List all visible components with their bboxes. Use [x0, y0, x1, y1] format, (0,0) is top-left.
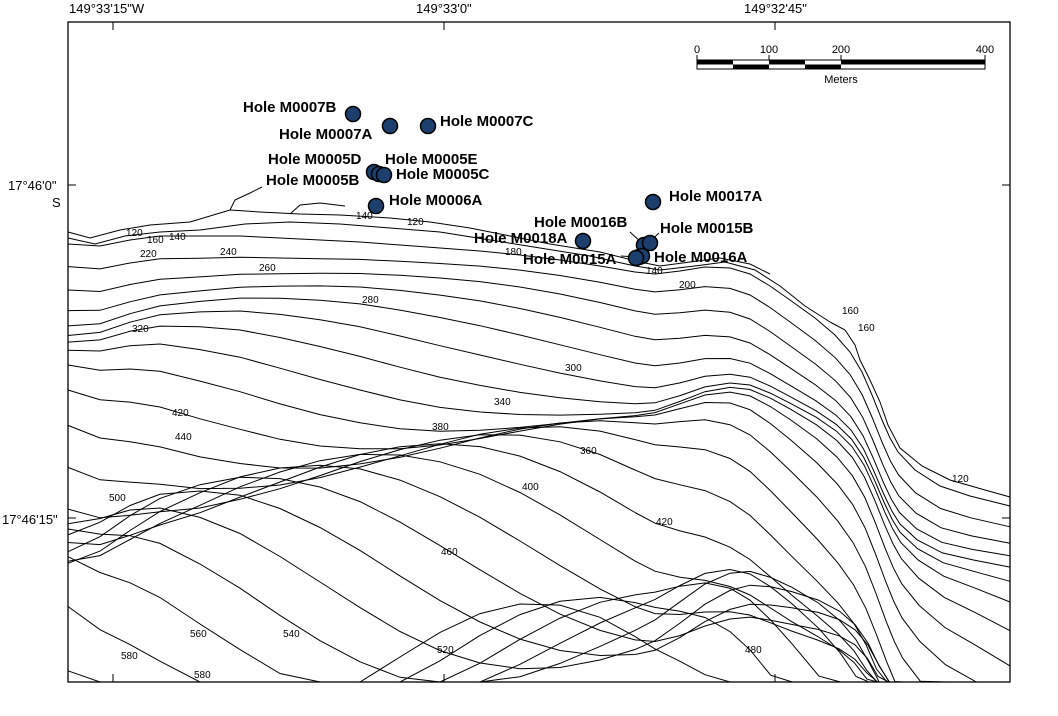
hole-marker-m0007a[interactable] [381, 117, 399, 135]
hole-label-m0018a: Hole M0018A [474, 230, 568, 247]
depth-contour-line [67, 389, 1010, 683]
contour-label: 580 [121, 651, 138, 662]
depth-contour-line [67, 310, 1011, 582]
hole-marker-m0017a[interactable] [644, 193, 662, 211]
lat-label-2: 17°46'15" [2, 512, 58, 527]
hole-marker-m0016a-2[interactable] [627, 249, 645, 267]
shelf-contour-line [229, 186, 263, 211]
contour-label: 120 [952, 474, 969, 485]
shelf-contour-line [829, 321, 1011, 498]
contour-label: 380 [432, 422, 449, 433]
depth-contour-line [67, 285, 1011, 557]
contour-label: 220 [140, 249, 157, 260]
contour-label: 400 [522, 482, 539, 493]
scale-tick-200: 200 [832, 44, 850, 56]
contour-label: 580 [194, 670, 211, 681]
contour-label: 160 [842, 306, 859, 317]
hole-label-m0005b: Hole M0005B [266, 172, 360, 189]
lon-label-1: 149°33'15"W [69, 1, 145, 16]
scale-tick-400: 400 [976, 44, 994, 56]
scale-tick-0: 0 [694, 44, 700, 56]
hole-label-m0017a: Hole M0017A [669, 188, 763, 205]
hole-label-m0007b: Hole M0007B [243, 99, 337, 116]
scale-unit: Meters [824, 74, 858, 86]
hole-marker-m0015b[interactable] [641, 234, 659, 252]
depth-contour-line [67, 343, 1011, 632]
scale-bar: 0 100 200 400 Meters [694, 44, 994, 86]
shelf-contour-line [67, 209, 771, 275]
depth-contour-line [67, 426, 1010, 683]
contour-label: 500 [109, 493, 126, 504]
contour-label: 300 [565, 363, 582, 374]
hole-markers [344, 105, 662, 267]
contour-label: 120 [407, 217, 424, 228]
contour-label: 360 [580, 446, 597, 457]
depth-contour-line [67, 297, 1011, 568]
contour-label: 260 [259, 263, 276, 274]
scale-tick-100: 100 [760, 44, 778, 56]
contour-label: 140 [646, 266, 663, 277]
shelf-contour-line [289, 202, 346, 215]
hole-label-m0005d: Hole M0005D [268, 151, 362, 168]
hole-marker-m0018a[interactable] [574, 232, 592, 250]
contour-label: 520 [437, 645, 454, 656]
contour-label: 560 [190, 629, 207, 640]
contour-label: 280 [362, 295, 379, 306]
depth-contour-line [67, 235, 1011, 507]
contour-label: 420 [656, 517, 673, 528]
hole-marker-m0007b[interactable] [344, 105, 362, 123]
contour-label: 340 [494, 397, 511, 408]
hole-label-m0015b: Hole M0015B [660, 220, 754, 237]
contour-label: 240 [220, 247, 237, 258]
depth-contour-line [67, 272, 1011, 544]
lon-label-2: 149°33'0" [416, 1, 472, 16]
map-frame [67, 21, 1011, 683]
depth-contour-line [68, 603, 1010, 683]
contour-labels: 120 160 140 220 240 260 280 320 140 120 180 140 200 1… [109, 211, 969, 681]
lat-label-1: 17°46'0" [8, 178, 57, 193]
hole-marker-m0006a[interactable] [367, 197, 385, 215]
hole-label-m0007a: Hole M0007A [279, 126, 373, 143]
depth-contour-line [67, 256, 1011, 528]
contour-label: 140 [356, 211, 373, 222]
contour-label: 540 [283, 629, 300, 640]
contour-label: 160 [147, 235, 164, 246]
contour-label: 440 [175, 432, 192, 443]
hole-label-m0006a: Hole M0006A [389, 192, 483, 209]
hole-marker-m0005c[interactable] [375, 166, 393, 184]
contour-label: 200 [679, 280, 696, 291]
hole-marker-m0007c[interactable] [419, 117, 437, 135]
lon-label-3: 149°32'45" [744, 1, 807, 16]
hole-label-m0016b: Hole M0016B [534, 214, 628, 231]
contour-label: 460 [441, 547, 458, 558]
shelf-contour-line [67, 221, 831, 323]
contour-label: 320 [132, 324, 149, 335]
hole-label-m0015a: Hole M0015A [523, 251, 617, 268]
depth-contour-line [67, 325, 1011, 603]
hole-label-m0005c: Hole M0005C [396, 166, 490, 183]
contour-label: 140 [169, 232, 186, 243]
contour-label: 180 [505, 247, 522, 258]
hole-label-m0016a: Hole M0016A [654, 249, 748, 266]
hole-labels: Hole M0007B Hole M0007A Hole M0007C Hole… [243, 99, 763, 268]
contour-label: 160 [858, 323, 875, 334]
depth-contours [67, 186, 1011, 683]
depth-contour-line [67, 364, 1011, 667]
hole-label-m0005e: Hole M0005E [385, 151, 478, 168]
contour-label: 480 [745, 645, 762, 656]
lat-label-1-hemisphere: S [52, 195, 61, 210]
hole-label-m0007c: Hole M0007C [440, 113, 534, 130]
contour-label: 120 [126, 228, 143, 239]
contour-label: 420 [172, 408, 189, 419]
depth-contour-line [67, 419, 1010, 683]
